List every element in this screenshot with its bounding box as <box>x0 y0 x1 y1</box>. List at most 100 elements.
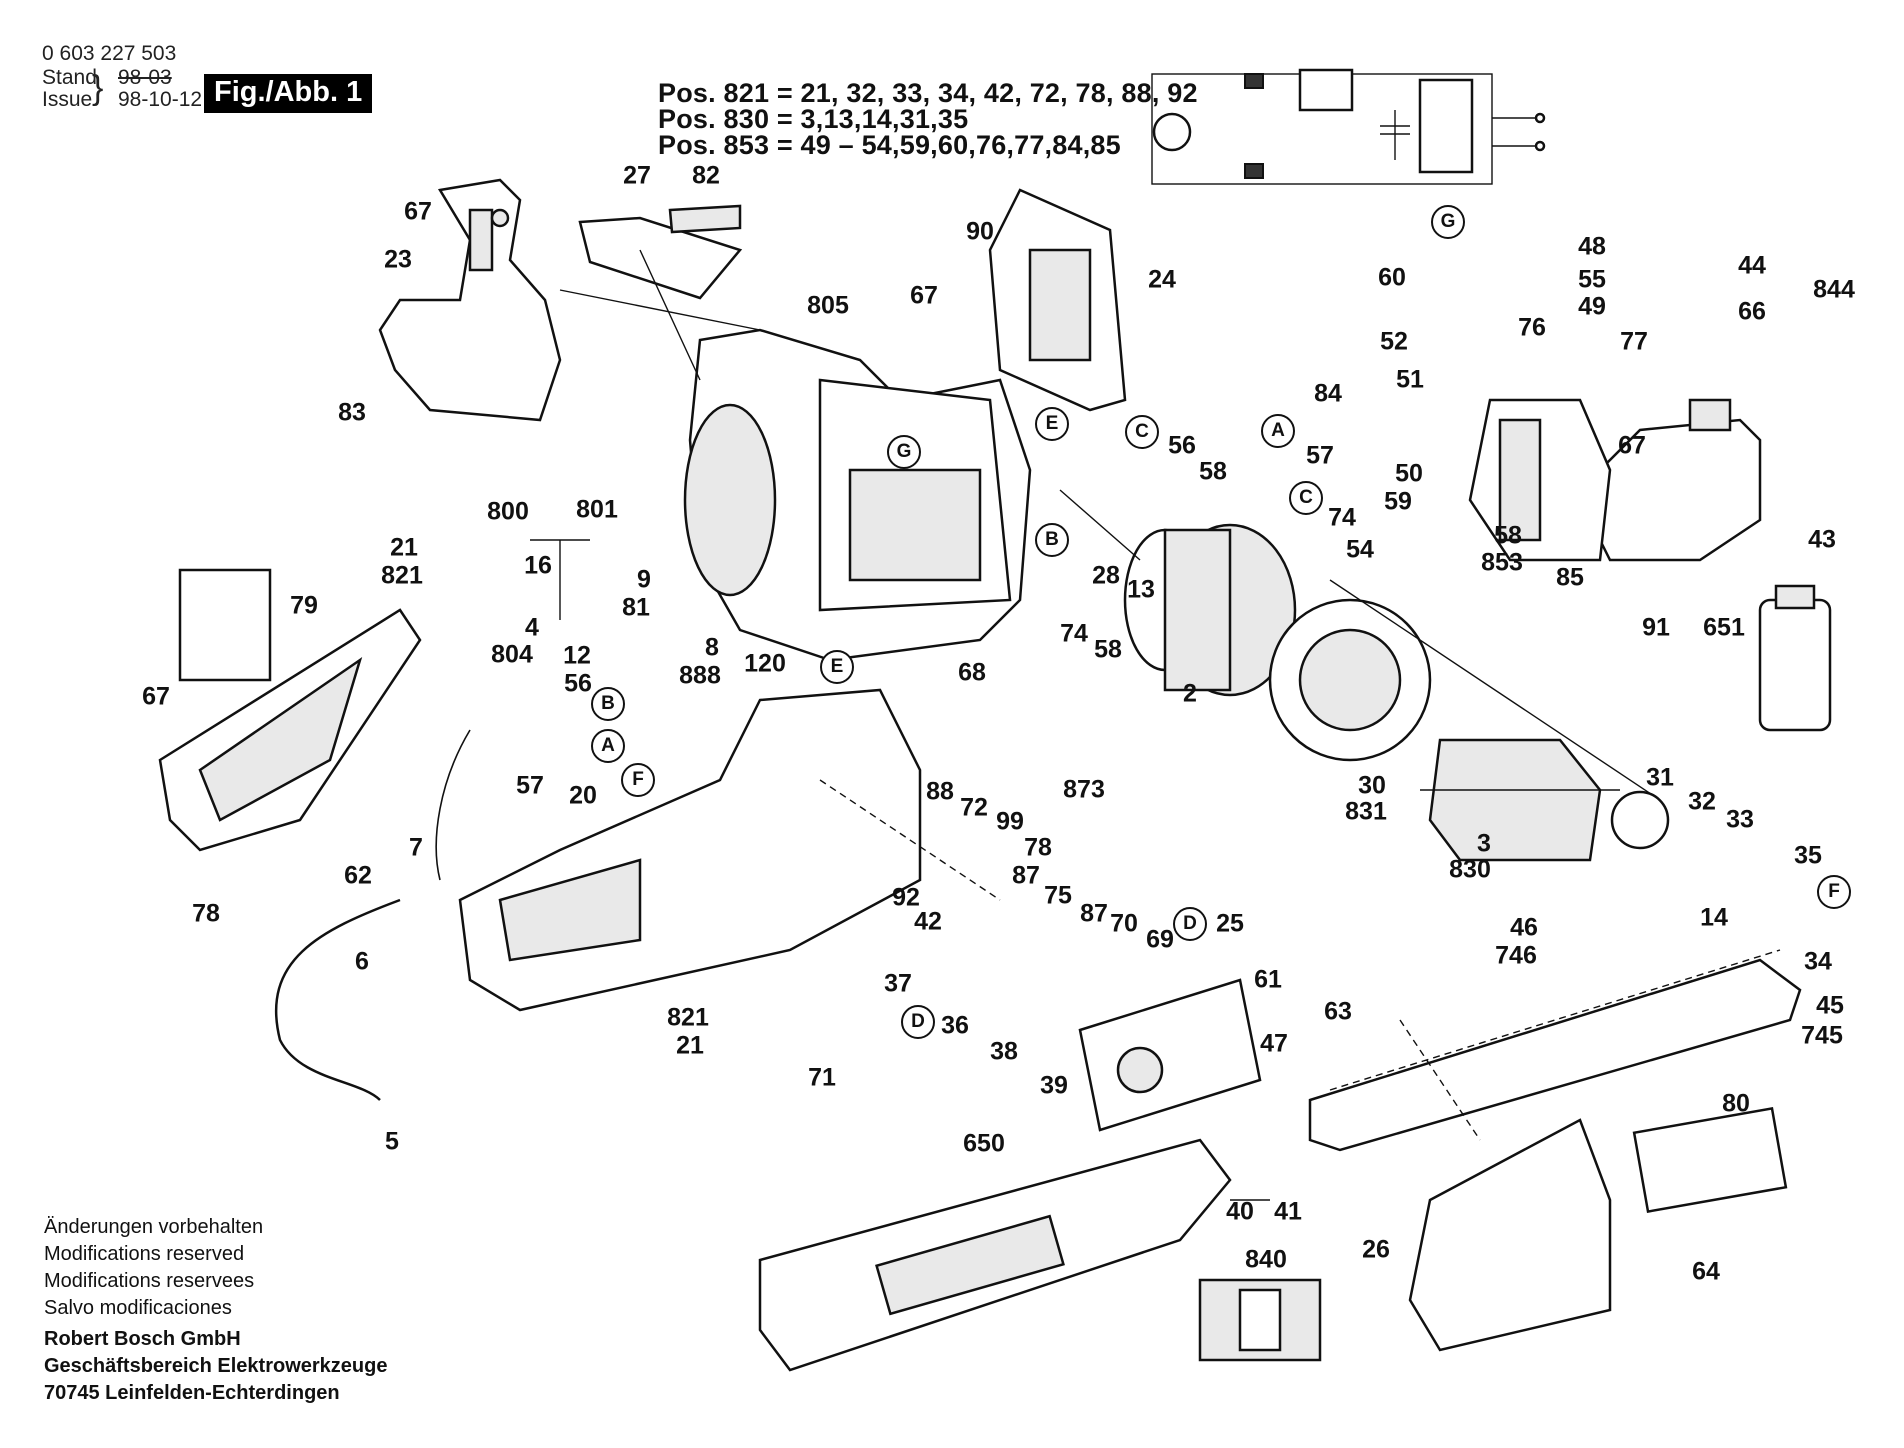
label-830: 830 <box>1449 855 1491 884</box>
label-87: 87 <box>1012 861 1040 890</box>
pos-853-label: Pos. 853 <box>658 130 770 160</box>
pos-830-label: Pos. 830 <box>658 104 770 134</box>
label-54: 54 <box>1346 535 1374 564</box>
marker-e2: E <box>1035 407 1069 441</box>
label-746: 746 <box>1495 941 1537 970</box>
label-25: 25 <box>1216 909 1244 938</box>
pos-830-text: = 3,13,14,31,35 <box>776 104 969 134</box>
label-26: 26 <box>1362 1235 1390 1264</box>
label-7: 7 <box>409 833 423 862</box>
footer-company: Robert Bosch GmbH Geschäftsbereich Elekt… <box>44 1326 387 1407</box>
label-45: 45 <box>1816 991 1844 1020</box>
label-39: 39 <box>1040 1071 1068 1100</box>
label-13: 13 <box>1127 575 1155 604</box>
label-48: 48 <box>1578 232 1606 261</box>
label-21b: 21 <box>676 1031 704 1060</box>
label-5: 5 <box>385 1127 399 1156</box>
label-87b: 87 <box>1080 899 1108 928</box>
label-120: 120 <box>744 649 786 678</box>
label-9: 9 <box>637 565 651 594</box>
sprocket-cover <box>1408 1118 1612 1352</box>
label-27: 27 <box>623 161 651 190</box>
label-21: 21 <box>390 533 418 562</box>
label-66: 66 <box>1738 297 1766 326</box>
marker-f: F <box>1817 875 1851 909</box>
label-57: 57 <box>516 771 544 800</box>
label-85: 85 <box>1556 563 1584 592</box>
switch-assembly <box>1468 398 1612 562</box>
label-42: 42 <box>914 907 942 936</box>
stator <box>1123 523 1297 697</box>
label-60: 60 <box>1378 263 1406 292</box>
label-64: 64 <box>1692 1257 1720 1286</box>
marker-g: G <box>887 435 921 469</box>
label-821b: 821 <box>667 1003 709 1032</box>
label-16: 16 <box>524 551 552 580</box>
label-63: 63 <box>1324 997 1352 1026</box>
label-75: 75 <box>1044 881 1072 910</box>
chain-guard <box>988 188 1127 412</box>
label-92: 92 <box>892 883 920 912</box>
label-79 <box>178 568 272 682</box>
label-31: 31 <box>1646 763 1674 792</box>
label-831: 831 <box>1345 797 1387 826</box>
label-804: 804 <box>491 640 533 669</box>
label-67b: 67 <box>910 281 938 310</box>
label-55: 55 <box>1578 265 1606 294</box>
label-32: 32 <box>1688 787 1716 816</box>
label-33: 33 <box>1726 805 1754 834</box>
marker-d: D <box>901 1005 935 1039</box>
label-40: 40 <box>1226 1197 1254 1226</box>
label-58: 58 <box>1199 457 1227 486</box>
label-24: 24 <box>1148 265 1176 294</box>
label-821: 821 <box>381 561 423 590</box>
cord-lead <box>435 729 471 881</box>
label-46: 46 <box>1510 913 1538 942</box>
label-77: 77 <box>1620 327 1648 356</box>
label-6: 6 <box>355 947 369 976</box>
label-78b: 78 <box>192 899 220 928</box>
label-801: 801 <box>576 495 618 524</box>
label-840: 840 <box>1245 1245 1287 1274</box>
label-91: 91 <box>1642 613 1670 642</box>
label-74: 74 <box>1060 619 1088 648</box>
stand-label: Stand <box>42 66 97 89</box>
label-47: 47 <box>1260 1029 1288 1058</box>
label-14: 14 <box>1700 903 1728 932</box>
label-81: 81 <box>622 593 650 622</box>
label-8: 8 <box>705 633 719 662</box>
chain-bar <box>1308 949 1802 1152</box>
label-82: 82 <box>692 161 720 190</box>
label-805: 805 <box>807 291 849 320</box>
marker-a: A <box>1261 414 1295 448</box>
label-35: 35 <box>1794 841 1822 870</box>
label-56b: 56 <box>1168 431 1196 460</box>
marker-b2: B <box>591 687 625 721</box>
stand-value: 98-03 <box>118 66 172 89</box>
company-name: Robert Bosch GmbH <box>44 1328 241 1350</box>
pos-853-text: = 49 – 54,59,60,76,77,84,85 <box>776 130 1121 160</box>
pos-821-label: Pos. 821 <box>658 78 770 108</box>
label-88: 88 <box>926 777 954 806</box>
label-44: 44 <box>1738 251 1766 280</box>
wiring-schematic <box>1151 68 1546 185</box>
front-handle <box>158 608 422 852</box>
label-58c: 58 <box>1494 521 1522 550</box>
company-division: Geschäftsbereich Elektrowerkzeuge <box>44 1355 388 1377</box>
label-34: 34 <box>1804 947 1832 976</box>
label-844: 844 <box>1813 275 1855 304</box>
label-651: 651 <box>1703 613 1745 642</box>
label-51: 51 <box>1396 365 1424 394</box>
figure-label: Fig./Abb. 1 <box>204 74 373 113</box>
footer-line-de: Änderungen vorbehalten <box>44 1216 264 1238</box>
label-61: 61 <box>1254 965 1282 994</box>
label-67c: 67 <box>142 682 170 711</box>
label-38: 38 <box>990 1037 1018 1066</box>
part-number: 0 603 227 503 <box>42 42 177 65</box>
label-49: 49 <box>1578 292 1606 321</box>
marker-a2: A <box>591 729 625 763</box>
marker-c2: C <box>1289 481 1323 515</box>
bar-cover <box>758 1138 1232 1372</box>
label-74b: 74 <box>1328 503 1356 532</box>
lower-assembly <box>1198 1278 1322 1362</box>
